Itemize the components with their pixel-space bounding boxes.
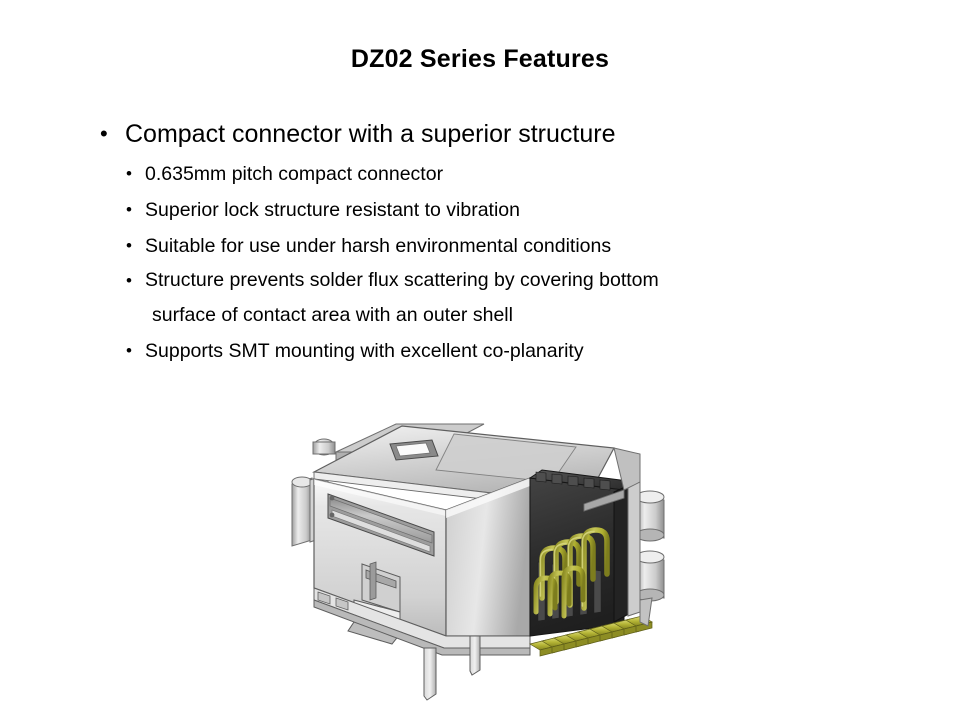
connector-product-image (284, 412, 684, 704)
gold-contacts-lower (533, 565, 586, 619)
smt-contact-pads (529, 615, 653, 657)
list-item: • Supports SMT mounting with excellent c… (0, 333, 860, 369)
page-title: DZ02 Series Features (350, 45, 610, 73)
gold-contacts-upper-highlight (539, 530, 595, 607)
list-item-label: Suitable for use under harsh environment… (145, 235, 612, 257)
shell-right-mount-tabs (627, 481, 665, 627)
bullet-marker-icon: • (126, 236, 132, 255)
list-item-label: 0.635mm pitch compact connector (145, 163, 444, 185)
gold-contacts-upper (539, 527, 610, 611)
list-item: • Compact connector with a superior stru… (0, 116, 860, 152)
shell-rear-corner (583, 447, 641, 512)
bullet-marker-icon: • (126, 271, 132, 290)
shell-front-face (313, 478, 447, 637)
bullet-list: • Compact connector with a superior stru… (0, 116, 860, 369)
bullet-marker-icon: • (126, 200, 132, 219)
list-item-label: Supports SMT mounting with excellent co-… (145, 340, 584, 362)
list-item: • Structure prevents solder flux scatter… (0, 264, 860, 297)
shell-bottom-flange (313, 587, 531, 656)
shell-right-face (445, 477, 531, 637)
list-item: • Suitable for use under harsh environme… (0, 228, 860, 264)
shell-board-lock-leg (423, 635, 481, 701)
connector-3d-render (291, 423, 665, 701)
bullet-marker-icon: • (126, 164, 132, 183)
list-item-label: Structure prevents solder flux scatterin… (145, 269, 659, 291)
bullet-marker-icon: • (100, 121, 108, 146)
list-item-label-continuation: surface of contact area with an outer sh… (152, 304, 513, 326)
list-item-label: Superior lock structure resistant to vib… (145, 199, 520, 221)
list-item-label: Compact connector with a superior struct… (125, 120, 616, 148)
list-item: • 0.635mm pitch compact connector (0, 156, 860, 192)
bullet-marker-icon: • (126, 341, 132, 360)
list-item: • Superior lock structure resistant to v… (0, 192, 860, 228)
